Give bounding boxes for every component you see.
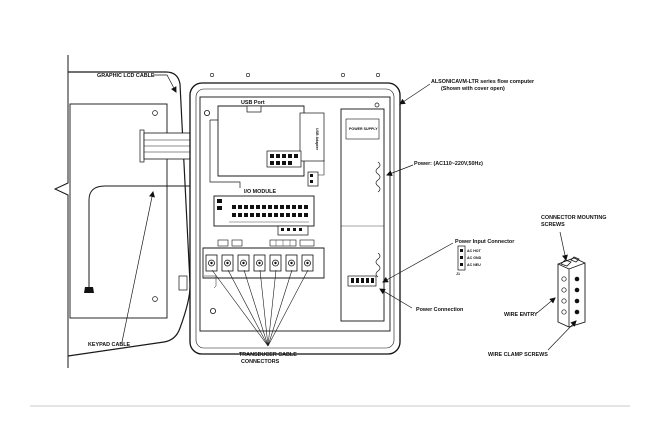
main-board-terminals [266, 150, 302, 168]
usb-port [246, 105, 262, 113]
device-title-sublabel: (Shown with cover open) [441, 86, 505, 92]
io-terminal-block-top [232, 205, 308, 209]
transducer-cable-sublabel: CONNECTORS [241, 359, 280, 365]
usb-adapter-label: USB Adapter [315, 128, 319, 151]
connector-mounting-screws-sublabel: SCREWS [541, 222, 565, 228]
wire-entry-label: WIRE ENTRY [504, 312, 538, 318]
power-supply-label-plate [345, 118, 380, 140]
bnc-connector [285, 254, 298, 272]
bnc-connector [221, 254, 234, 272]
connector-mounting-screws-label: CONNECTOR MOUNTING [541, 215, 607, 221]
leader-lines [121, 74, 577, 351]
ac-neu-terminal-label: AC NEU [467, 263, 481, 267]
connector-component [557, 256, 586, 328]
main-board [209, 105, 325, 188]
power-terminal-block [347, 275, 377, 287]
hinges [178, 143, 188, 291]
power-input-connector-detail [457, 245, 466, 271]
keypad-cable-plug [84, 287, 94, 293]
io-module-label: I/O MODULE [244, 189, 276, 195]
relay-terminals [217, 225, 315, 247]
transducer-cable-label: TRANSDUCER CABLE [239, 352, 297, 358]
power-supply-label: POWER SUPPLY [349, 127, 378, 131]
ac-gnd-terminal-label: AC GND [467, 256, 482, 260]
graphic-lcd-cable-label: GRAPHIC LCD CABLE [97, 73, 155, 79]
bnc-connector [205, 254, 218, 272]
ac-hot-terminal-label: AC HOT [467, 249, 482, 253]
plate-screw [203, 110, 210, 117]
usb-port-label: USB Port [241, 100, 265, 106]
cover-panel [53, 55, 191, 368]
wire-clamp-screws-label: WIRE CLAMP SCREWS [488, 352, 548, 358]
enclosure-inner [195, 88, 395, 349]
usb-adapter-board [299, 112, 325, 162]
labels: GRAPHIC LCD CABLE ALSONICAVM-LTR series … [88, 73, 607, 365]
cover-screw-top [152, 110, 158, 116]
bnc-connector [237, 254, 250, 272]
io-module [213, 195, 315, 227]
power-input-connector-label: Power Input Connector [455, 239, 515, 245]
bnc-connector [269, 254, 282, 272]
power-rating-label: Power: (AC110~220V,50Hz) [414, 161, 483, 167]
jumper-label: J1 [456, 272, 460, 276]
power-supply [340, 108, 385, 322]
bnc-connector [253, 254, 266, 272]
io-terminal-block-bottom [232, 213, 308, 217]
power-connection-label: Power Connection [416, 307, 463, 313]
transducer-leader-lines [211, 269, 309, 347]
bnc-connector [301, 254, 314, 272]
usb-adapter-terminal [307, 160, 325, 187]
cover-screw-bottom [152, 296, 158, 302]
plate-screw [209, 307, 216, 314]
keypad-cable-label: KEYPAD CABLE [88, 342, 131, 348]
mounting-plate [199, 96, 391, 332]
device-title-label: ALSONICAVM-LTR series flow computer [431, 79, 535, 85]
